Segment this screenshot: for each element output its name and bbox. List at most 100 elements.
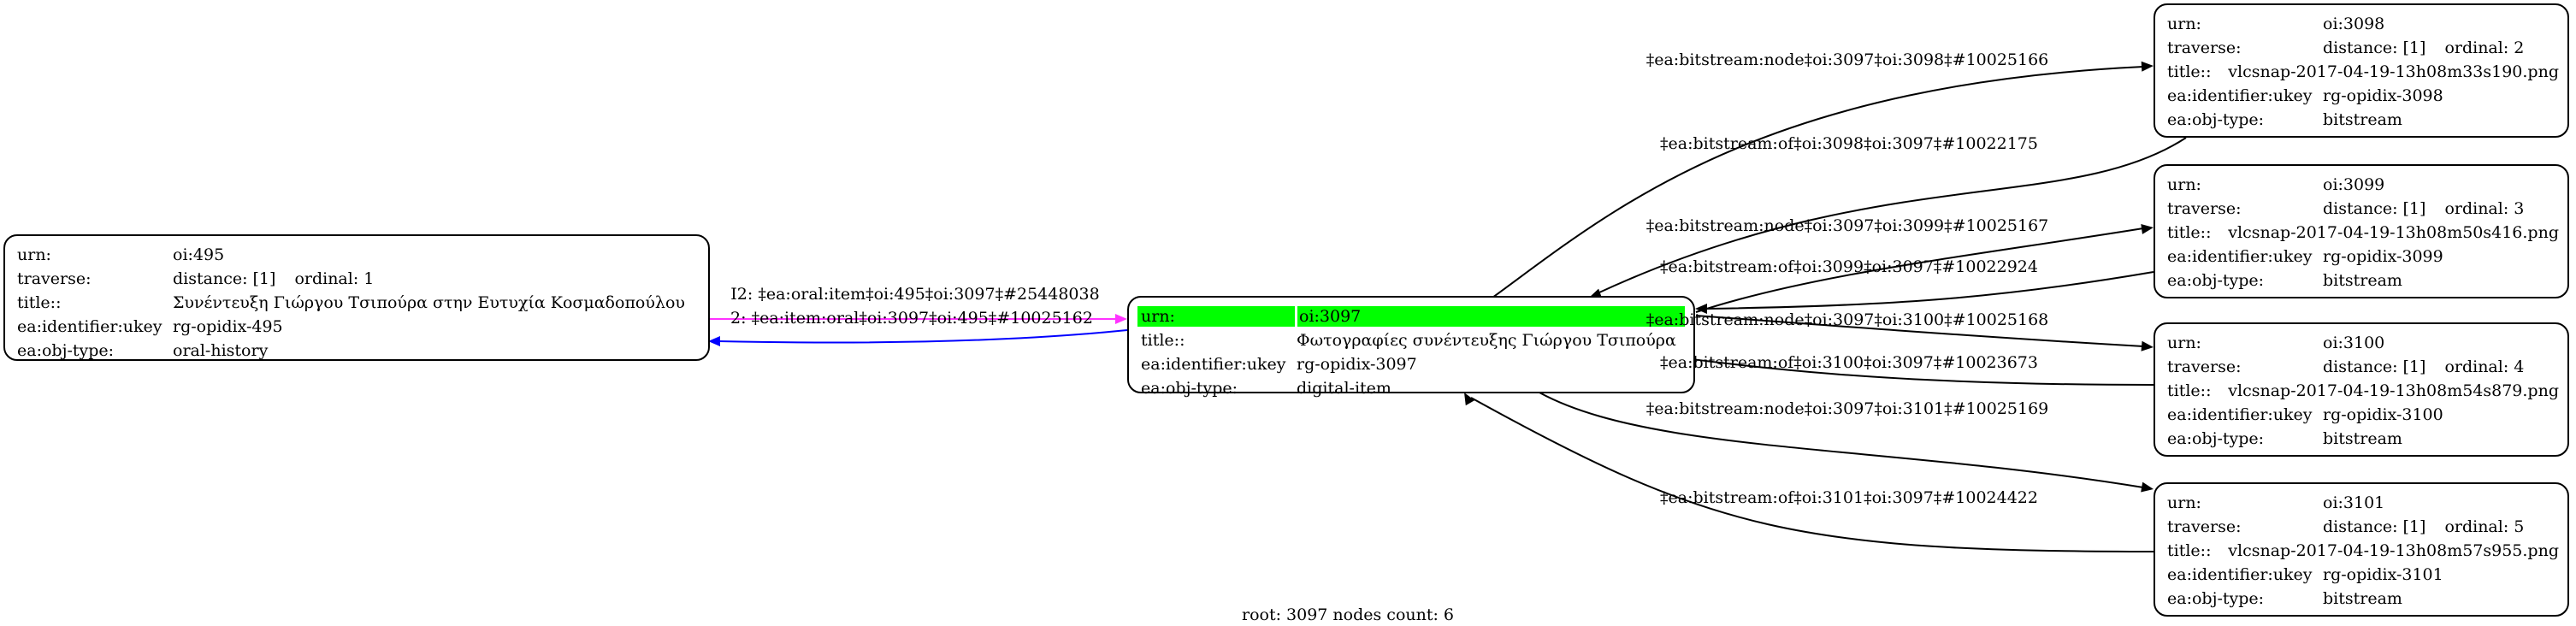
row-key: ea:identifier:ukey [2167, 565, 2313, 584]
arrowhead-icon [2141, 61, 2154, 72]
row-value-text: bitstream [2323, 429, 2402, 448]
row-value: vlcsnap-2017-04-19-13h08m57s955.png [2226, 541, 2559, 560]
row-key: ea:identifier:ukey [1141, 355, 1286, 374]
row-value-text: distance: [1] [173, 269, 276, 288]
row-value: rg-opidix-3101 [2321, 565, 2559, 584]
node-row: urn:oi:3098 [2164, 12, 2559, 36]
arrowhead-icon [1695, 304, 1707, 314]
row-key: ea:obj-type: [2167, 271, 2265, 290]
node-row: traverse: distance: [1] ordinal: 1 [14, 267, 700, 291]
node-row: title::Φωτογραφίες συνέντευξης Γιώργου Τ… [1137, 328, 1685, 352]
edge-line [1598, 137, 2187, 293]
row-key: title:: [2167, 62, 2212, 81]
node-row: urn:oi:3100 [2164, 331, 2559, 355]
row-value-text: vlcsnap-2017-04-19-13h08m54s879.png [2228, 381, 2559, 400]
row-key: ea:obj-type: [2167, 589, 2265, 608]
row-value: oi:3098 [2321, 15, 2559, 33]
row-value-ordinal: ordinal: 2 [2444, 38, 2525, 57]
edge-line [718, 329, 1128, 344]
row-value-text: bitstream [2323, 271, 2402, 290]
node-row: ea:obj-type: bitstream [2164, 427, 2559, 451]
row-key: ea:identifier:ukey [2167, 405, 2313, 424]
row-key: traverse: [2167, 38, 2242, 57]
row-key: title:: [2167, 223, 2212, 242]
arrowhead-icon [2141, 224, 2154, 234]
edge-label: 2: ‡ea:item:oral‡oi:3097‡oi:495‡#1002516… [730, 309, 1093, 328]
row-value-text: oi:3099 [2323, 175, 2385, 194]
node-row: ea:obj-type:oral-history [14, 339, 700, 363]
row-value: oi:3097 [1297, 306, 1685, 327]
row-value: distance: [1] ordinal: 1 [171, 269, 700, 288]
row-value-text: vlcsnap-2017-04-19-13h08m50s416.png [2228, 223, 2559, 242]
arrowhead-icon [2141, 481, 2154, 493]
row-value: bitstream [2321, 110, 2559, 129]
row-value-text: rg-opidix-3099 [2323, 247, 2443, 266]
row-key: ea:obj-type: [2167, 429, 2265, 448]
row-value-text: distance: [1] [2323, 199, 2426, 218]
row-key: urn: [2167, 493, 2201, 512]
node-row: ea:identifier:ukey rg-opidix-3101 [2164, 563, 2559, 587]
row-value: Συνέντευξη Γιώργου Τσιπούρα στην Ευτυχία… [171, 293, 700, 312]
row-key: traverse: [2167, 517, 2242, 536]
row-value-ordinal: ordinal: 1 [294, 269, 375, 288]
node-row: ea:obj-type: digital-item [1137, 376, 1685, 400]
row-key: title:: [1141, 331, 1185, 350]
row-key: urn: [2167, 175, 2201, 194]
row-key: urn: [2167, 334, 2201, 352]
row-value-ordinal: ordinal: 4 [2444, 357, 2525, 376]
row-value: distance: [1]ordinal: 2 [2321, 38, 2559, 57]
node-row: urn: oi:3099 [2164, 173, 2559, 197]
node-row: urn: oi:3101 [2164, 491, 2559, 515]
node-row: title::vlcsnap-2017-04-19-13h08m50s416.p… [2164, 221, 2559, 245]
node-row: traverse: distance: [1]ordinal: 2 [2164, 36, 2559, 60]
row-value-text: digital-item [1297, 379, 1391, 398]
row-value: bitstream [2321, 429, 2559, 448]
edge-label: ‡ea:bitstream:node‡oi:3097‡oi:3100‡#1002… [1645, 310, 2049, 329]
row-value-text: rg-opidix-495 [173, 317, 283, 336]
node-row: urn:oi:495 [14, 243, 700, 267]
node-row: traverse:distance: [1]ordinal: 3 [2164, 197, 2559, 221]
row-key: ea:identifier:ukey [2167, 247, 2313, 266]
node-3098[interactable]: urn:oi:3098 traverse: distance: [1]ordinal… [2154, 3, 2569, 138]
edge-line [1695, 315, 2144, 347]
edge-line [1705, 271, 2154, 310]
row-value: rg-opidix-3097 [1295, 355, 1685, 374]
row-value-text: bitstream [2323, 589, 2402, 608]
row-key: ea:obj-type: [17, 341, 115, 360]
edge-label: ‡ea:bitstream:of‡oi:3098‡oi:3097‡#100221… [1660, 134, 2038, 153]
row-key: ea:obj-type: [2167, 110, 2265, 129]
row-value: bitstream [2321, 271, 2559, 290]
row-value-text: distance: [1] [2323, 517, 2426, 536]
row-value: vlcsnap-2017-04-19-13h08m54s879.png [2226, 381, 2559, 400]
row-value: distance: [1]ordinal: 5 [2321, 517, 2559, 536]
row-key: ea:identifier:ukey [2167, 86, 2313, 105]
node-row: title::Συνέντευξη Γιώργου Τσιπούρα στην … [14, 291, 700, 315]
row-value-text: Φωτογραφίες συνέντευξης Γιώργου Τσιπούρα [1297, 331, 1676, 350]
row-key: title:: [17, 293, 62, 312]
row-key: ea:obj-type: [1141, 379, 1238, 398]
row-value-text: vlcsnap-2017-04-19-13h08m57s955.png [2228, 541, 2559, 560]
node-row: ea:obj-type: bitstream [2164, 587, 2559, 611]
node-495[interactable]: urn:oi:495 traverse: distance: [1] ordinal:… [3, 234, 710, 361]
arrowhead-icon [1464, 393, 1475, 406]
row-key: traverse: [2167, 357, 2242, 376]
node-3101[interactable]: urn: oi:3101 traverse: distance: [1]ordinal… [2154, 482, 2569, 617]
row-value-text: vlcsnap-2017-04-19-13h08m33s190.png [2228, 62, 2559, 81]
row-key: traverse: [17, 269, 92, 288]
node-row: traverse:distance: [1]ordinal: 4 [2164, 355, 2559, 379]
row-value-ordinal: ordinal: 3 [2444, 199, 2525, 218]
node-row: ea:obj-type: bitstream [2164, 108, 2559, 132]
node-row: ea:identifier:ukey rg-opidix-3099 [2164, 245, 2559, 269]
arrowhead-icon [708, 336, 720, 346]
row-value: rg-opidix-3100 [2321, 405, 2559, 424]
row-value: oi:3101 [2321, 493, 2559, 512]
row-value-text: oi:495 [173, 245, 225, 264]
node-row: traverse: distance: [1]ordinal: 5 [2164, 515, 2559, 539]
row-value: distance: [1] ordinal: 3 [2321, 199, 2559, 218]
row-value: rg-opidix-495 [171, 317, 700, 336]
row-value-text: rg-opidix-3097 [1297, 355, 1417, 374]
